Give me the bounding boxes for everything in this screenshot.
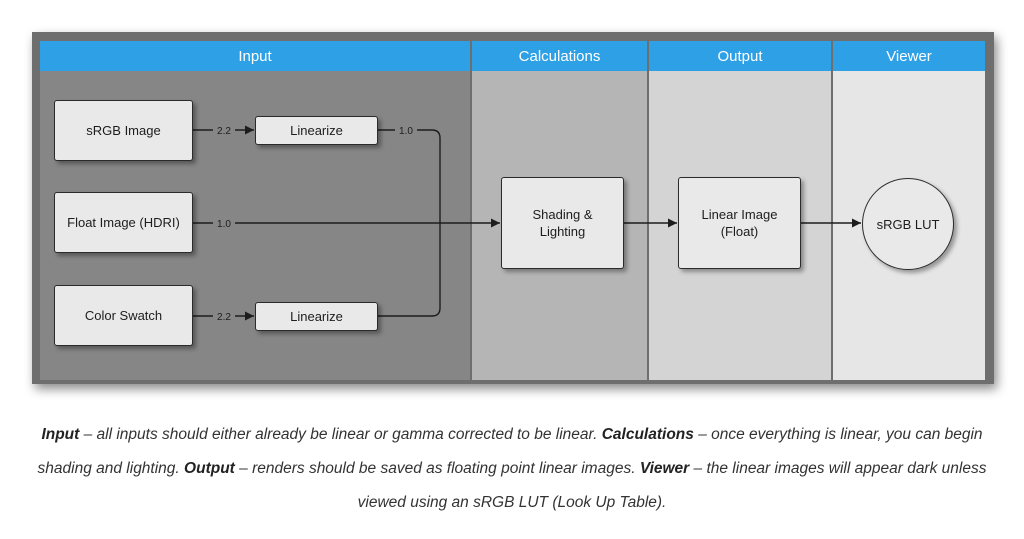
caption-output-text: – renders should be saved as floating po… <box>234 460 640 477</box>
lane-header-input: Input <box>40 41 470 71</box>
node-float-image: Float Image (HDRI) <box>54 192 193 253</box>
lane-header-calculations: Calculations <box>472 41 647 71</box>
lane-header-viewer: Viewer <box>833 41 985 71</box>
node-shading-lighting: Shading & Lighting <box>501 177 624 269</box>
caption: Input – all inputs should either already… <box>20 418 1004 520</box>
caption-calc-term: Calculations <box>601 426 694 443</box>
caption-calc-text: – once everything is linear, you can beg… <box>37 426 983 477</box>
node-linear-image: Linear Image (Float) <box>678 177 801 269</box>
caption-output-term: Output <box>184 460 235 477</box>
caption-input-term: Input <box>41 426 80 443</box>
lane-header-output: Output <box>649 41 831 71</box>
node-srgb-lut: sRGB LUT <box>862 178 954 270</box>
caption-viewer-term: Viewer <box>639 460 690 477</box>
node-linearize-top: Linearize <box>255 116 378 145</box>
node-srgb-image: sRGB Image <box>54 100 193 161</box>
node-color-swatch: Color Swatch <box>54 285 193 346</box>
caption-input-text: – all inputs should either already be li… <box>79 426 602 443</box>
caption-viewer-text: – the linear images will appear dark unl… <box>357 460 987 511</box>
node-linearize-bottom: Linearize <box>255 302 378 331</box>
